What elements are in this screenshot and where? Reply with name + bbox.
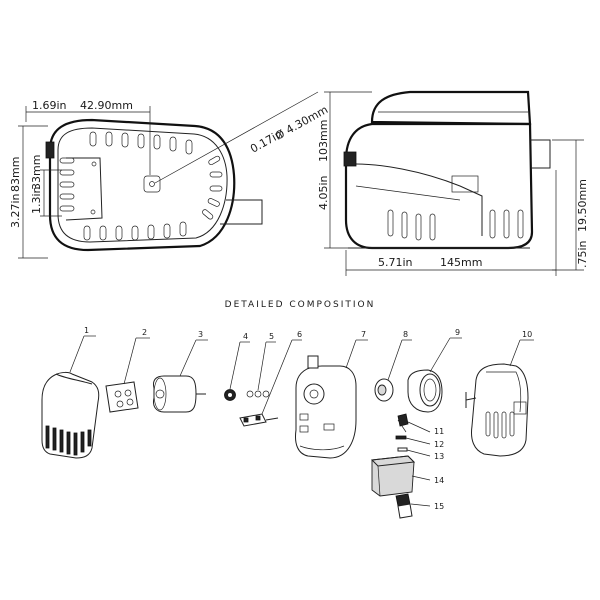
top-view-screw (90, 209, 96, 215)
part-5-washers (246, 341, 276, 398)
side-outlet-mm-label: 19.50mm (576, 179, 589, 232)
part-number-1: 1 (84, 326, 89, 335)
part-number-12: 12 (434, 440, 444, 449)
top-height-in-label: 3.27in (9, 193, 22, 228)
part-12-oring (395, 435, 431, 445)
side-view: 4.05in 103mm 5.71in 145mm .75in 19.50mm (317, 90, 589, 276)
part-number-7: 7 (361, 330, 366, 339)
side-view-cap (370, 90, 532, 126)
side-height-mm-label: 103mm (317, 120, 330, 162)
top-view-slots-bottom (83, 221, 187, 241)
top-inner-mm-label: 33mm (30, 155, 43, 190)
top-view-inner-shell (57, 127, 228, 243)
top-inner-in-label: 1.3in (30, 186, 43, 214)
top-view-outer-shell (48, 118, 236, 252)
top-view-center-hole (149, 181, 155, 187)
top-height-mm-label: 83mm (9, 157, 22, 192)
part-number-15: 15 (434, 502, 444, 511)
side-height-in-label: 4.05in (317, 175, 330, 210)
part-number-5: 5 (269, 332, 274, 341)
top-view-center-socket (143, 175, 161, 193)
top-view-slots-top (89, 131, 193, 155)
side-length-mm-label: 145mm (440, 256, 482, 269)
part-1-strainer (41, 335, 100, 459)
top-view: 1.69in 42.90mm 0.17in Ø 4.30mm 3.27in 83… (9, 91, 330, 259)
top-view-slots-left (59, 157, 75, 212)
side-outlet-in-label: .75in (576, 240, 589, 268)
part-number-4: 4 (243, 332, 248, 341)
top-width-mm-label: 42.90mm (80, 99, 133, 112)
side-view-seam (355, 185, 461, 201)
part-8-impeller (374, 339, 412, 402)
part-15-hose-barb (395, 493, 431, 519)
part-6-bracket (239, 339, 302, 427)
part-3-motor (153, 339, 208, 413)
part-4-ring (224, 341, 250, 401)
part-7-housing (295, 339, 368, 459)
side-length-in-label: 5.71in (378, 256, 413, 269)
top-width-in-label: 1.69in (32, 99, 67, 112)
part-number-3: 3 (198, 330, 203, 339)
part-number-14: 14 (434, 476, 444, 485)
dim-leader-outlet (154, 91, 319, 184)
part-2-plate (105, 337, 150, 413)
part-number-10: 10 (522, 330, 532, 339)
side-view-slots (387, 209, 524, 241)
composition-title: DETAILED COMPOSITION (225, 300, 376, 310)
part-number-2: 2 (142, 328, 147, 337)
part-11-fitting (397, 413, 431, 433)
side-view-label-plate (451, 175, 479, 193)
top-view-panel (65, 157, 103, 221)
part-10-cover-shell (465, 339, 534, 457)
part-13-washer (397, 447, 431, 457)
part-number-13: 13 (434, 452, 444, 461)
part-14-switch-housing (370, 455, 431, 497)
side-view-body-inner (355, 163, 483, 236)
side-view-switch (343, 151, 357, 167)
side-view-outlet-pipe (530, 139, 551, 169)
part-number-8: 8 (403, 330, 408, 339)
part-number-6: 6 (297, 330, 302, 339)
part-number-11: 11 (434, 427, 444, 436)
side-view-body (344, 122, 534, 250)
top-view-slots-right (202, 155, 223, 220)
part-9-volute-ring (407, 337, 462, 413)
top-view-screw (91, 161, 97, 167)
part-number-9: 9 (455, 328, 460, 337)
top-view-switch-tab (45, 141, 55, 159)
top-view-outlet-pipe (220, 199, 263, 225)
